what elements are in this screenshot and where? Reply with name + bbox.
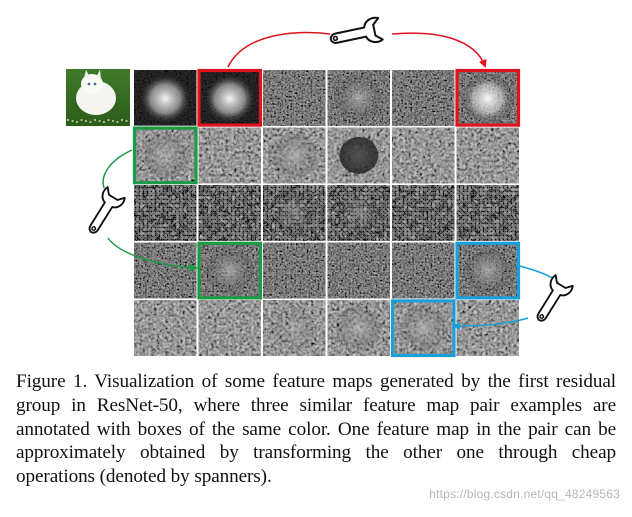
feature-map-cell bbox=[198, 185, 261, 241]
feature-map-cell bbox=[198, 127, 261, 184]
feature-map-cell bbox=[263, 242, 326, 299]
feature-map-cell bbox=[327, 127, 390, 184]
feature-map-cell bbox=[327, 300, 390, 356]
feature-map-cell bbox=[456, 70, 519, 126]
feature-map-cell bbox=[263, 70, 326, 126]
watermark-url: https://blog.csdn.net/qq_48249563 bbox=[429, 487, 620, 501]
spanner-icon bbox=[536, 274, 574, 322]
feature-map-cell bbox=[392, 70, 455, 126]
feature-map-cell bbox=[198, 70, 261, 126]
feature-map-cell bbox=[134, 300, 197, 356]
feature-map-cell bbox=[456, 127, 519, 184]
feature-map-cell bbox=[392, 242, 455, 299]
feature-map-cell bbox=[198, 300, 261, 356]
figure-caption: Figure 1. Visualization of some feature … bbox=[16, 371, 616, 488]
feature-map-cell bbox=[134, 242, 197, 299]
feature-map-cell bbox=[263, 127, 326, 184]
feature-map-cell bbox=[456, 300, 519, 356]
feature-map-cell bbox=[263, 185, 326, 241]
green-arrow bbox=[107, 237, 198, 272]
feature-map-cell bbox=[327, 185, 390, 241]
green-highlight-box bbox=[132, 126, 198, 185]
red-arrow-tail bbox=[227, 31, 331, 68]
figure-area bbox=[66, 16, 574, 358]
feature-map-cell bbox=[198, 242, 261, 299]
feature-map-cell bbox=[456, 242, 519, 299]
green-highlight-box bbox=[197, 241, 263, 300]
annotation-layer bbox=[88, 16, 574, 358]
feature-map-cell bbox=[456, 185, 519, 241]
feature-map-figure bbox=[66, 16, 574, 358]
input-cat-photo bbox=[66, 69, 130, 126]
feature-map-grid bbox=[66, 69, 519, 356]
feature-map-cell bbox=[327, 242, 390, 299]
red-highlight-box bbox=[197, 68, 263, 127]
feature-map-cell bbox=[327, 70, 390, 126]
red-highlight-box bbox=[455, 68, 521, 127]
feature-map-cell bbox=[134, 185, 197, 241]
green-arrow-tail bbox=[102, 149, 133, 189]
blue-highlight-box bbox=[455, 241, 521, 300]
feature-map-cell bbox=[263, 300, 326, 356]
red-arrow bbox=[391, 32, 487, 68]
blue-arrow bbox=[452, 317, 529, 330]
spanner-icon bbox=[88, 186, 126, 234]
feature-map-cell bbox=[392, 127, 455, 184]
feature-map-cell bbox=[392, 300, 455, 356]
feature-map-cell bbox=[134, 70, 197, 126]
spanner-icon bbox=[329, 16, 384, 44]
feature-map-cell bbox=[134, 127, 197, 184]
feature-map-cell bbox=[392, 185, 455, 241]
